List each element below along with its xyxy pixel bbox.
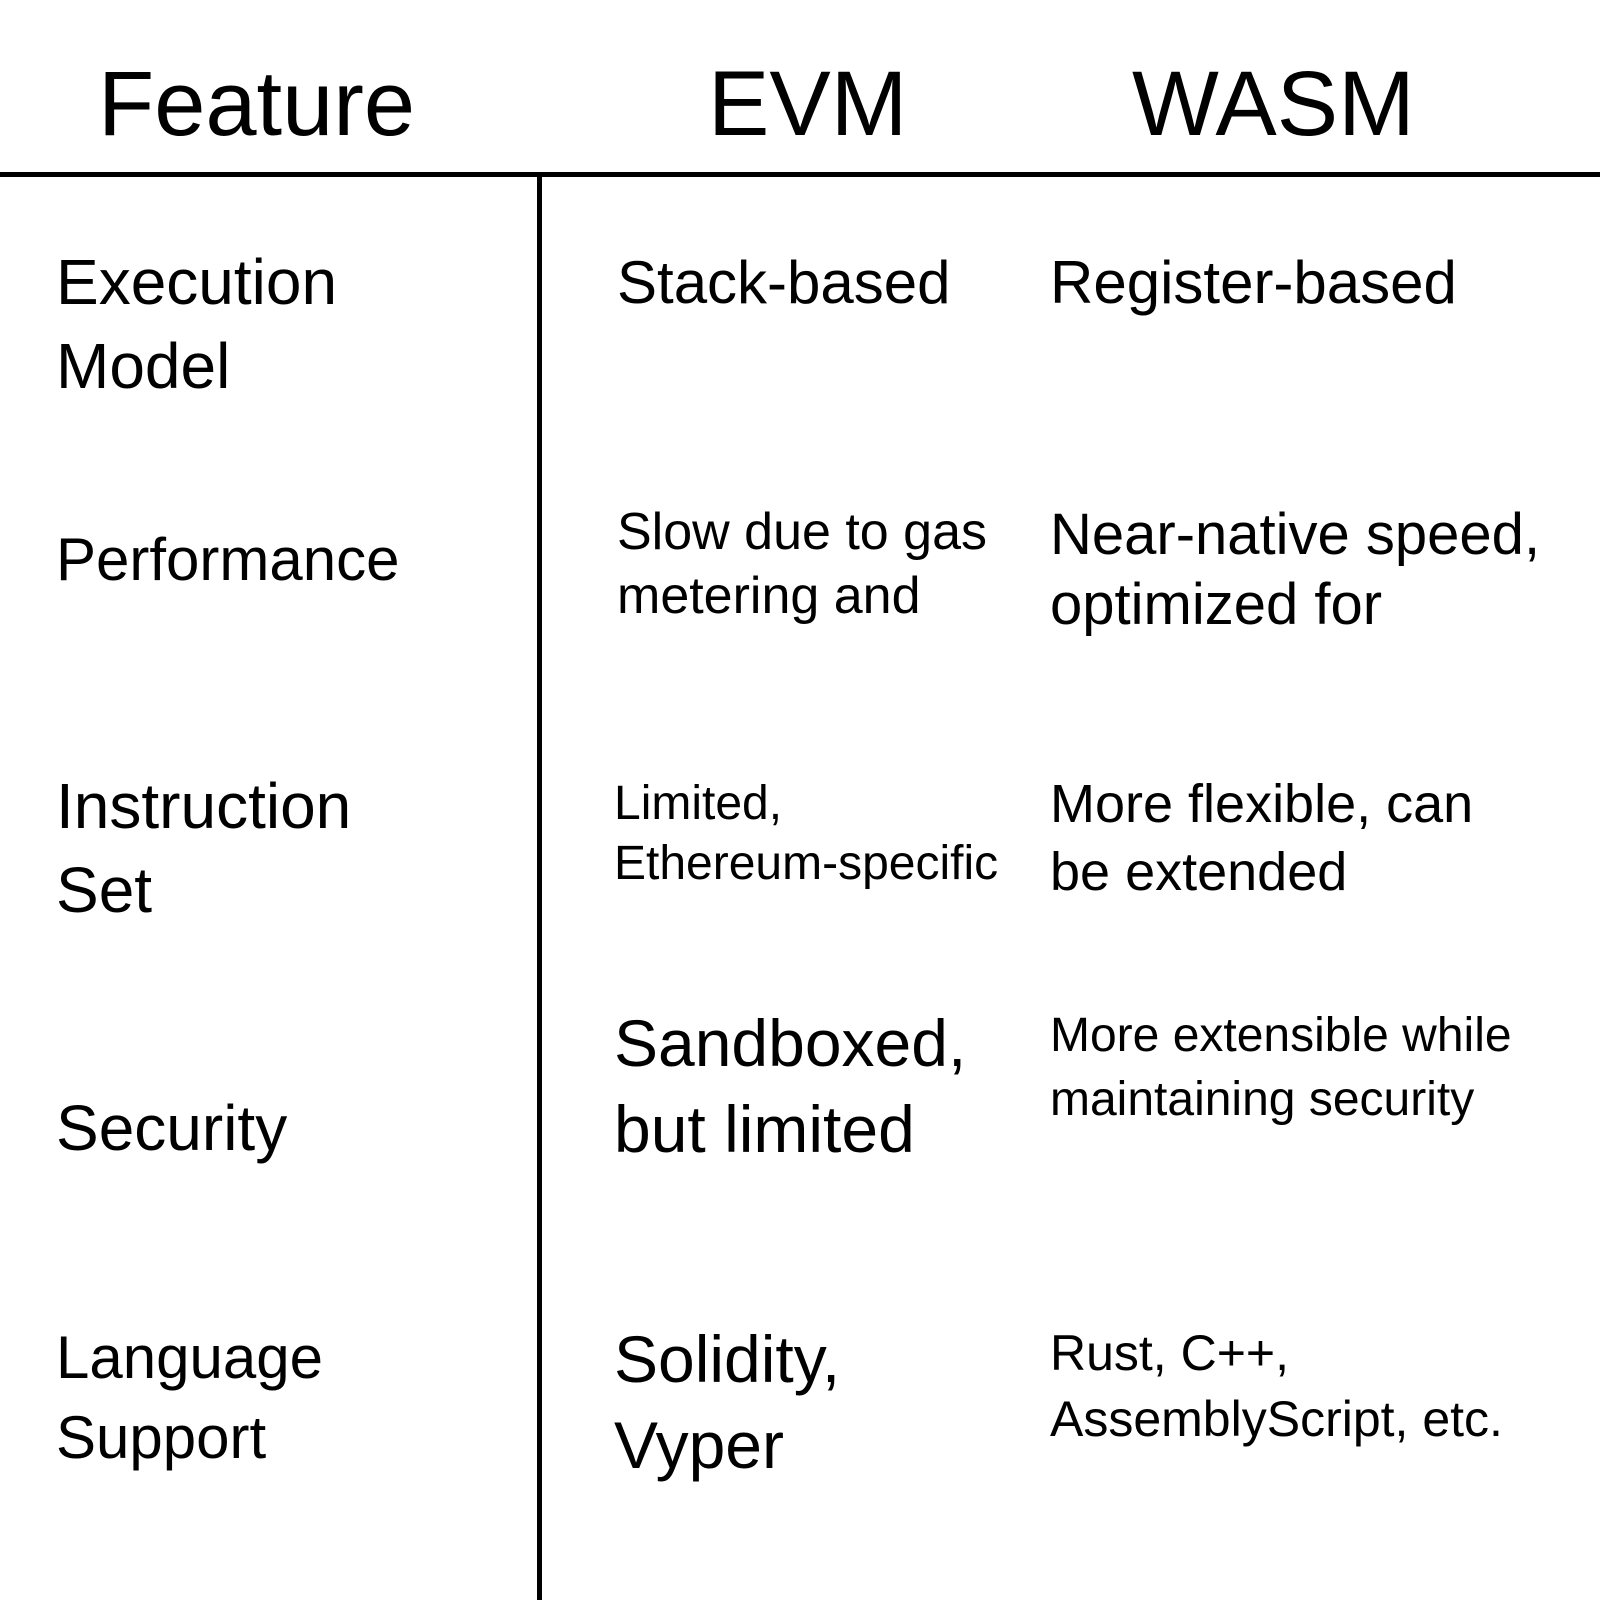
row-execution-model-evm: Stack-based bbox=[617, 248, 951, 318]
wasm-line: More extensible while bbox=[1050, 1009, 1512, 1062]
evm-line: Ethereum-specific bbox=[614, 837, 999, 890]
row-performance-wasm: Near-native speed, optimized for bbox=[1050, 500, 1540, 640]
wasm-line: Register-based bbox=[1050, 249, 1457, 316]
evm-line: Solidity, bbox=[614, 1322, 841, 1396]
evm-line: but limited bbox=[614, 1092, 915, 1166]
evm-line: Limited, bbox=[614, 777, 783, 830]
feature-line: Performance bbox=[56, 526, 400, 593]
row-language-support-feature: Language Support bbox=[56, 1318, 323, 1478]
wasm-line: AssemblyScript, etc. bbox=[1050, 1391, 1503, 1447]
wasm-line: be extended bbox=[1050, 842, 1348, 902]
feature-line: Language bbox=[56, 1324, 323, 1391]
row-security-wasm: More extensible while maintaining securi… bbox=[1050, 1004, 1512, 1132]
header-wasm: WASM bbox=[1132, 53, 1415, 155]
row-performance-evm: Slow due to gas metering and bbox=[617, 500, 987, 628]
row-execution-model-wasm: Register-based bbox=[1050, 248, 1457, 318]
wasm-line: Rust, C++, bbox=[1050, 1325, 1289, 1381]
column-divider bbox=[537, 174, 542, 1600]
row-execution-model-feature: Execution Model bbox=[56, 240, 337, 408]
row-instruction-set-feature: Instruction Set bbox=[56, 764, 351, 932]
row-security-evm: Sandboxed, but limited bbox=[614, 1000, 966, 1172]
row-language-support-wasm: Rust, C++, AssemblyScript, etc. bbox=[1050, 1320, 1503, 1452]
wasm-line: Near-native speed, bbox=[1050, 502, 1541, 567]
row-language-support-evm: Solidity, Vyper bbox=[614, 1316, 840, 1488]
wasm-line: maintaining security bbox=[1050, 1073, 1475, 1126]
row-instruction-set-evm: Limited, Ethereum-specific bbox=[614, 774, 998, 894]
header-feature: Feature bbox=[98, 53, 416, 155]
evm-line: Vyper bbox=[614, 1408, 784, 1482]
feature-line: Execution bbox=[56, 246, 338, 318]
row-instruction-set-wasm: More flexible, can be extended bbox=[1050, 770, 1473, 906]
evm-line: Sandboxed, bbox=[614, 1006, 967, 1080]
feature-line: Set bbox=[56, 854, 153, 926]
row-security-feature: Security bbox=[56, 1086, 287, 1170]
feature-line: Support bbox=[56, 1404, 267, 1471]
wasm-line: More flexible, can bbox=[1050, 774, 1474, 834]
evm-line: Slow due to gas bbox=[617, 503, 988, 561]
feature-line: Security bbox=[56, 1092, 288, 1164]
row-performance-feature: Performance bbox=[56, 518, 399, 602]
feature-line: Instruction bbox=[56, 770, 352, 842]
header-divider bbox=[0, 172, 1600, 177]
evm-line: Stack-based bbox=[617, 249, 951, 316]
evm-line: metering and bbox=[617, 567, 921, 625]
feature-line: Model bbox=[56, 330, 231, 402]
header-evm: EVM bbox=[708, 53, 908, 155]
wasm-line: optimized for bbox=[1050, 572, 1383, 637]
